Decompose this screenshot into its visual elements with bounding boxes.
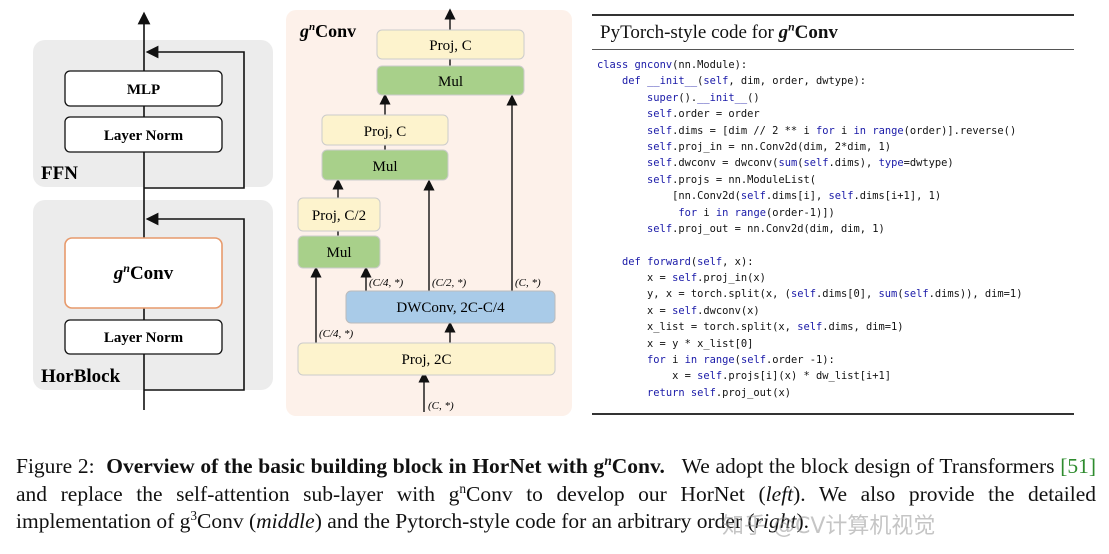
mul-low-label: Mul [326, 245, 351, 261]
code-line: self.order = order [647, 108, 760, 121]
mlp-box [64, 70, 223, 107]
proj-mid-box [321, 114, 449, 146]
block-diagram: MLP Layer Norm FFN gnConv Layer Norm Hor… [33, 8, 572, 416]
code-line: x = self.dwconv(x) [597, 304, 760, 317]
mul-top-box [376, 65, 525, 96]
code-line: self.proj_out = nn.Conv2d(dim, dim, 1) [647, 222, 885, 235]
code-line: super().__init__() [647, 91, 760, 104]
code-line: [nn.Conv2d(self.dims[i], self.dims[i+1],… [597, 190, 942, 203]
proj-top-label: Proj, C [429, 38, 472, 54]
mul-top-label: Mul [438, 74, 463, 90]
caption-bold-title: Overview of the basic building block in … [106, 452, 665, 478]
code-line: x_list = torch.split(x, self.dims, dim=1… [597, 321, 904, 334]
caption-citation-link[interactable]: [51] [1060, 454, 1097, 478]
code-panel-title: PyTorch-style code for gnConv [600, 20, 838, 43]
mul-mid-label: Mul [372, 159, 397, 175]
ffn-layer-norm-box [64, 116, 223, 153]
label-c-right: (C, *) [515, 277, 541, 289]
dwconv-label: DWConv, 2C-C/4 [396, 300, 505, 316]
horblock-layer-norm-box [64, 319, 223, 355]
label-c-in: (C, *) [428, 400, 454, 412]
proj-low-label: Proj, C/2 [312, 208, 366, 224]
code-block: class gnconv(nn.Module): def __init__(se… [597, 57, 1087, 401]
code-panel-top-rule [592, 14, 1074, 16]
code-line: for i in range(order-1)]) [678, 206, 835, 219]
mul-low-box [297, 235, 381, 269]
code-line: self.projs = nn.ModuleList( [647, 173, 816, 186]
code-line: self.proj_in = nn.Conv2d(dim, 2*dim, 1) [647, 140, 892, 153]
code-line: x = y * x_list[0] [597, 337, 754, 350]
code-panel-mid-rule [592, 49, 1074, 50]
label-c2: (C/2, *) [432, 277, 467, 289]
code-line: class gnconv(nn.Module): [597, 59, 748, 71]
code-line: for i in range(self.order -1): [647, 354, 835, 367]
code-panel-bottom-rule [592, 413, 1074, 415]
caption-figure-number: Figure 2: [16, 454, 95, 478]
mlp-label: MLP [127, 82, 160, 98]
proj-low-box [297, 197, 381, 232]
ffn-layer-norm-label: Layer Norm [104, 128, 184, 144]
code-line [597, 237, 1087, 253]
horblock-layer-norm-label: Layer Norm [104, 330, 184, 346]
code-line: y, x = torch.split(x, (self.dims[0], sum… [597, 288, 1023, 301]
proj-mid-label: Proj, C [364, 124, 407, 140]
label-c4-left: (C/4, *) [319, 328, 354, 340]
horblock-label: HorBlock [41, 366, 121, 387]
proj-top-box [376, 29, 525, 60]
ffn-label: FFN [41, 163, 78, 184]
proj-in-label: Proj, 2C [401, 352, 451, 368]
code-line: self.dwconv = dwconv(sum(self.dims), typ… [647, 157, 954, 170]
proj-in-box [297, 342, 556, 376]
code-line: x = self.projs[i](x) * dw_list[i+1] [597, 370, 892, 383]
gnconv-box [64, 237, 223, 309]
dwconv-box [345, 290, 556, 324]
gnconv-label: gnConv [113, 261, 174, 284]
gnconv-detail-title: gnConv [299, 21, 356, 41]
mul-mid-box [321, 149, 449, 181]
code-line: def forward(self, x): [622, 255, 754, 268]
figure-caption: Figure 2: Overview of the basic building… [16, 452, 1097, 533]
watermark: 知乎 @CV计算机视觉 [722, 514, 936, 539]
ffn-residual-arrow [144, 45, 245, 189]
horblock-residual-arrow [144, 212, 245, 391]
code-line: self.dims = [dim // 2 ** i for i in rang… [647, 124, 1017, 137]
code-line: def __init__(self, dim, order, dwtype): [622, 75, 867, 88]
code-line: return self.proj_out(x) [647, 386, 791, 399]
code-line: x = self.proj_in(x) [597, 272, 766, 285]
label-c4-right: (C/4, *) [369, 277, 404, 289]
